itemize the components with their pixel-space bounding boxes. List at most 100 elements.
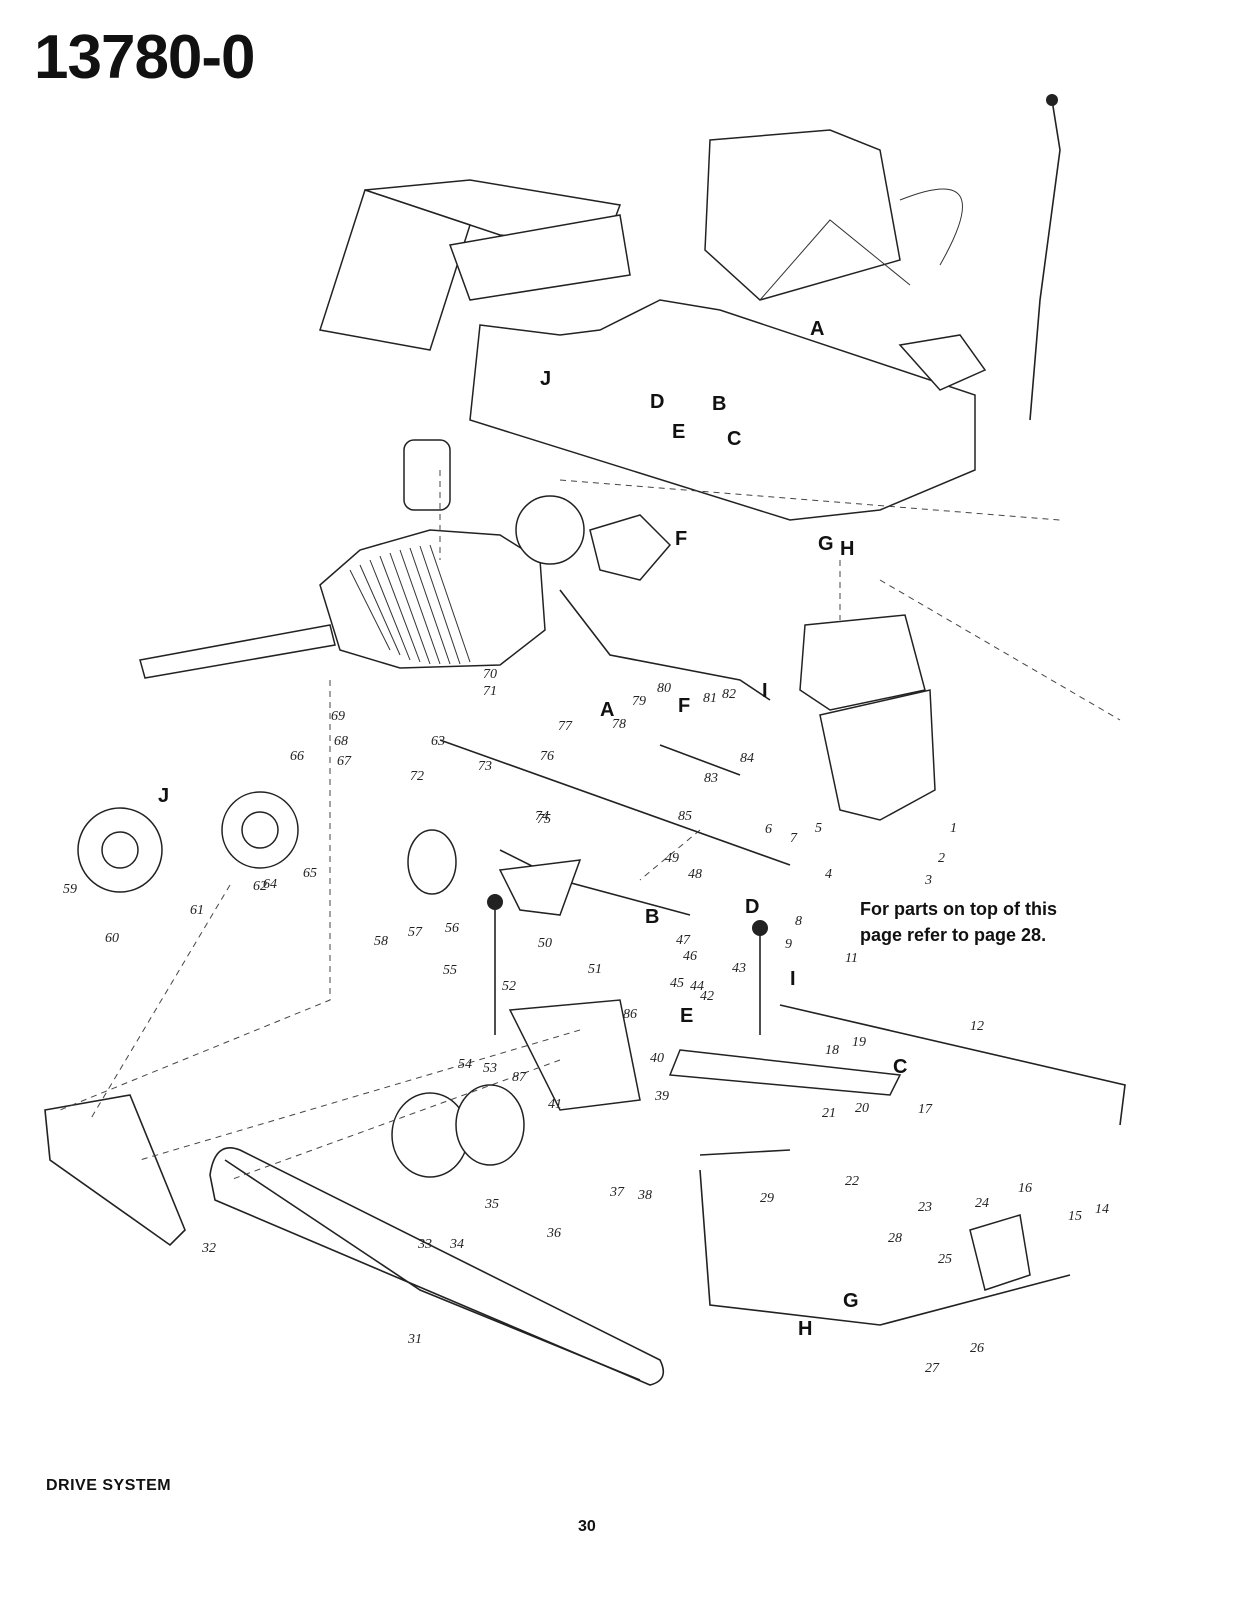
part-number: 22 <box>845 1174 859 1189</box>
part-number: 57 <box>408 925 423 940</box>
ref-letter-d: D <box>650 391 664 413</box>
part-number: 18 <box>825 1043 839 1058</box>
ref-letter-d-lower: D <box>745 896 759 918</box>
ref-letter-h: H <box>840 538 854 560</box>
part-number: 52 <box>502 979 516 994</box>
part-number: 12 <box>970 1019 984 1034</box>
part-number: 39 <box>654 1089 669 1104</box>
part-number: 21 <box>822 1106 836 1121</box>
page-reference-note: For parts on top of this page refer to p… <box>860 899 1057 945</box>
part-number: 24 <box>975 1196 989 1211</box>
part-number: 73 <box>478 759 492 774</box>
part-number-labels: 1 2 3 4 5 6 7 8 9 11 12 14 15 16 17 18 1… <box>63 667 1109 1376</box>
part-number: 60 <box>105 931 119 946</box>
part-number: 26 <box>970 1341 984 1356</box>
ref-letter-e-lower: E <box>680 1005 693 1027</box>
linkage-rods <box>439 589 1126 1326</box>
drive-belts <box>44 1094 665 1386</box>
ref-letter-f: F <box>675 528 687 550</box>
section-title: DRIVE SYSTEM <box>46 1477 172 1494</box>
assembly-guide-lines <box>59 470 1121 1181</box>
part-number: 42 <box>700 989 714 1004</box>
ref-letter-i: I <box>762 680 768 702</box>
part-number: 76 <box>540 749 554 764</box>
ref-letter-b: B <box>712 393 726 415</box>
part-number: 17 <box>918 1102 933 1117</box>
part-number: 80 <box>657 681 671 696</box>
model-number-title: 13780-0 <box>34 23 256 92</box>
part-number: 77 <box>558 719 573 734</box>
part-number: 71 <box>483 684 497 699</box>
part-number: 16 <box>1018 1181 1032 1196</box>
part-number: 67 <box>337 754 352 769</box>
part-number: 47 <box>676 933 691 948</box>
part-number: 72 <box>410 769 424 784</box>
part-number: 4 <box>825 867 832 882</box>
ref-letter-f-lower: F <box>678 695 690 717</box>
part-number: 7 <box>790 831 798 846</box>
part-number: 51 <box>588 962 602 977</box>
part-number: 68 <box>334 734 348 749</box>
part-number: 81 <box>703 691 717 706</box>
part-number: 56 <box>445 921 459 936</box>
part-number: 58 <box>374 934 388 949</box>
part-number: 64 <box>263 877 277 892</box>
part-number: 29 <box>760 1191 774 1206</box>
ref-letter-a: A <box>810 318 824 340</box>
part-number: 70 <box>483 667 497 682</box>
part-number: 34 <box>449 1237 464 1252</box>
part-number: 15 <box>1068 1209 1082 1224</box>
part-number: 74 <box>535 809 549 824</box>
part-number: 25 <box>938 1252 952 1267</box>
part-number: 36 <box>546 1226 561 1241</box>
part-number: 31 <box>407 1332 422 1347</box>
part-number: 62 <box>253 879 267 894</box>
ref-letter-i-lower: I <box>790 968 796 990</box>
part-number: 6 <box>765 822 772 837</box>
part-number: 14 <box>1095 1202 1109 1217</box>
part-number: 55 <box>443 963 457 978</box>
part-number: 63 <box>431 734 445 749</box>
part-number: 65 <box>303 866 317 881</box>
ref-letter-a-lower: A <box>600 699 614 721</box>
part-number: 23 <box>918 1200 932 1215</box>
part-number: 61 <box>190 903 204 918</box>
ref-letter-j: J <box>540 368 551 390</box>
part-number: 48 <box>688 867 702 882</box>
reference-letter-labels: A J D B E C F G H I A F J B D I E C G H <box>158 318 907 1340</box>
part-number: 8 <box>795 914 802 929</box>
part-number: 86 <box>623 1007 637 1022</box>
part-number: 59 <box>63 882 77 897</box>
transaxle-assembly <box>139 439 672 679</box>
part-number: 33 <box>417 1237 432 1252</box>
ref-letter-h-lower: H <box>798 1318 812 1340</box>
part-number: 27 <box>925 1361 940 1376</box>
part-number: 54 <box>458 1057 472 1072</box>
part-number: 53 <box>483 1061 497 1076</box>
part-number: 49 <box>665 851 679 866</box>
part-number: 9 <box>785 937 792 952</box>
part-number: 84 <box>740 751 754 766</box>
part-number: 83 <box>704 771 718 786</box>
part-number: 66 <box>290 749 304 764</box>
pulleys-and-clutch <box>77 791 1031 1291</box>
part-number: 78 <box>612 717 626 732</box>
part-number: 50 <box>538 936 552 951</box>
ref-letter-c-lower: C <box>893 1056 907 1078</box>
part-number: 32 <box>201 1241 216 1256</box>
part-number: 82 <box>722 687 736 702</box>
part-number: 28 <box>888 1231 902 1246</box>
part-number: 37 <box>609 1185 625 1200</box>
part-number: 11 <box>845 951 858 966</box>
ref-letter-e: E <box>672 421 685 443</box>
part-number: 19 <box>852 1035 866 1050</box>
part-number: 69 <box>331 709 345 724</box>
part-number: 45 <box>670 976 684 991</box>
part-number: 75 <box>537 812 551 827</box>
part-number: 41 <box>548 1097 562 1112</box>
ref-letter-c: C <box>727 428 741 450</box>
part-number: 85 <box>678 809 692 824</box>
page-number: 30 <box>578 1518 596 1535</box>
part-number: 43 <box>732 961 746 976</box>
